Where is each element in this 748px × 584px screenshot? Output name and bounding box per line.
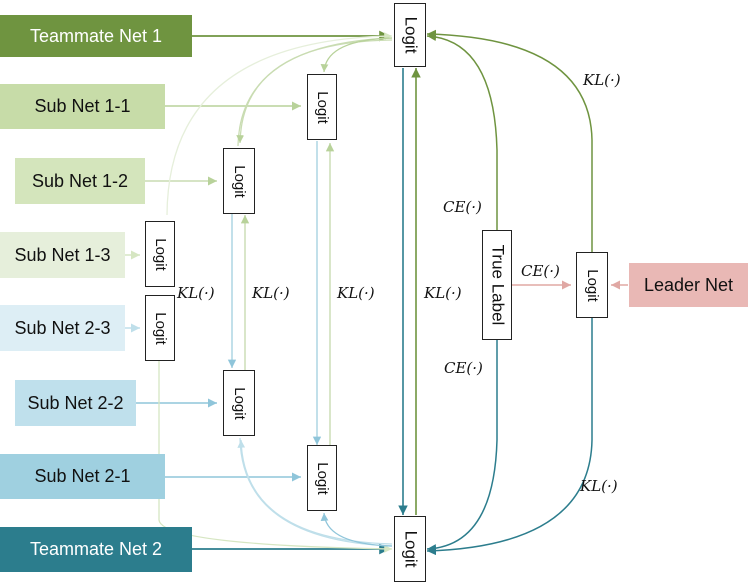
edge-kl-l4-down bbox=[158, 359, 393, 553]
logit-teammate-1: Logit bbox=[394, 3, 426, 67]
teammate-net-2-box: Teammate Net 2 bbox=[0, 527, 192, 572]
teammate-net-1-box: Teammate Net 1 bbox=[0, 15, 192, 57]
edge-kl-leader-top bbox=[426, 29, 593, 252]
logit-sub-1-3: Logit bbox=[145, 221, 175, 287]
edge-logit3-curve-top bbox=[320, 37, 393, 73]
sub-net-1-1-label: Sub Net 1-1 bbox=[34, 96, 131, 116]
edge-ce-truelabel-top bbox=[426, 32, 498, 230]
ce-label-top: CE(·) bbox=[443, 198, 482, 216]
edge-kl-leader-bottom bbox=[426, 318, 593, 556]
teammate-net-2-label: Teammate Net 2 bbox=[29, 539, 163, 559]
sub-net-2-3-box: Sub Net 2-3 bbox=[0, 305, 125, 351]
kl-label-top-right: KL(·) bbox=[583, 71, 621, 89]
ce-label-middle: CE(·) bbox=[521, 262, 560, 280]
logit-sub-1-2: Logit bbox=[223, 148, 255, 214]
teammate-net-1-label: Teammate Net 1 bbox=[29, 25, 163, 46]
sub-net-2-2-label: Sub Net 2-2 bbox=[27, 392, 124, 413]
ce-label-bottom: CE(·) bbox=[444, 359, 483, 377]
leader-net-label: Leader Net bbox=[643, 274, 734, 295]
logit-teammate-2: Logit bbox=[394, 516, 426, 582]
edge-logit5-curve-bottom bbox=[239, 437, 393, 547]
edge-ce-truelabel-bottom bbox=[426, 340, 498, 554]
sub-net-2-1-label: Sub Net 2-1 bbox=[34, 466, 131, 486]
sub-net-2-3-label: Sub Net 2-3 bbox=[14, 317, 111, 338]
sub-net-1-2-label: Sub Net 1-2 bbox=[31, 170, 129, 191]
kl-label-2: KL(·) bbox=[252, 284, 290, 302]
logit-sub-1-1: Logit bbox=[307, 74, 337, 140]
kl-label-1: KL(·) bbox=[177, 284, 215, 302]
sub-net-1-3-label: Sub Net 1-3 bbox=[14, 244, 111, 265]
edge-kl-l3-up bbox=[166, 32, 393, 216]
sub-net-2-2-box: Sub Net 2-2 bbox=[15, 380, 136, 426]
logit-sub-2-2: Logit bbox=[223, 370, 255, 436]
sub-net-2-1-box: Sub Net 2-1 bbox=[0, 454, 165, 499]
kl-label-4: KL(·) bbox=[424, 284, 462, 302]
leader-net-box: Leader Net bbox=[629, 263, 748, 307]
logit-sub-2-1: Logit bbox=[307, 445, 337, 511]
sub-net-1-2-box: Sub Net 1-2 bbox=[15, 158, 145, 204]
sub-net-1-3-box: Sub Net 1-3 bbox=[0, 232, 125, 278]
kl-label-3: KL(·) bbox=[337, 284, 375, 302]
logit-leader: Logit bbox=[576, 252, 608, 318]
sub-net-1-1-box: Sub Net 1-1 bbox=[0, 84, 165, 129]
kl-label-bottom-right: KL(·) bbox=[580, 477, 618, 495]
true-label-box: True Label bbox=[482, 230, 512, 340]
logit-sub-2-3: Logit bbox=[145, 295, 175, 361]
edge-logit6-curve-bottom bbox=[320, 512, 393, 547]
